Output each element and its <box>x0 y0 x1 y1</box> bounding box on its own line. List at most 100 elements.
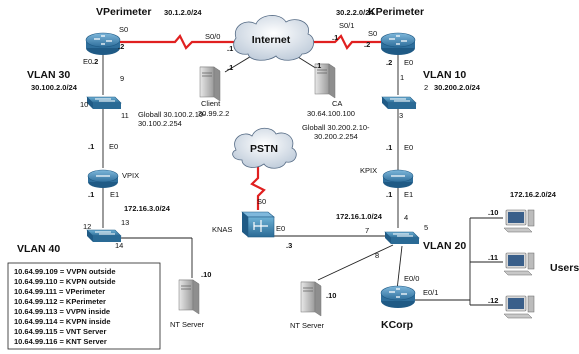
kcorp-e00: E0/0 <box>404 274 419 283</box>
vlan10-port-2: 2 <box>424 83 428 92</box>
internet-s01: S0/1 <box>339 21 354 30</box>
vpix-firewall-icon <box>87 169 119 188</box>
internet-cloud: Internet <box>233 15 315 61</box>
pstn-cloud: PSTN <box>232 127 297 169</box>
nt-server-2-label: NT Server <box>290 321 325 330</box>
vlan20-label: VLAN 20 <box>423 240 466 252</box>
vlan40-port-12: 12 <box>83 222 91 231</box>
vlan20-port-7: 7 <box>365 226 369 235</box>
vlan20-port-4: 4 <box>404 213 408 222</box>
vperimeter-s0-ip: .2 <box>118 42 124 51</box>
vlan20-switch-icon <box>384 231 420 245</box>
vlan10-switch-icon <box>381 96 417 110</box>
kpix-firewall-icon <box>382 169 414 188</box>
internet-label: Internet <box>252 34 291 46</box>
ca-name: CA <box>332 99 342 108</box>
kcorp-e01: E0/1 <box>423 288 438 297</box>
net-172-16-3: 172.16.3.0/24 <box>124 204 171 213</box>
kperimeter-label: KPerimeter <box>368 6 424 18</box>
vlan30-port-9: 9 <box>120 74 124 83</box>
vlan10-port-1: 1 <box>400 73 404 82</box>
kpix-e0: E0 <box>404 143 413 152</box>
vpix-e0-ip: .1 <box>88 142 94 151</box>
ca-dot: .1 <box>315 61 321 70</box>
kperimeter-router-icon <box>380 32 416 56</box>
right-serial-net: 30.2.2.0/24 <box>336 8 374 17</box>
kpix-label: KPIX <box>360 166 377 175</box>
serial-link-right <box>312 34 382 50</box>
vlan30-switch-icon <box>86 96 122 110</box>
kperimeter-e0: E0 <box>404 58 413 67</box>
left-global-line1: Globall 30.100.2.10- <box>138 110 206 119</box>
internet-s00: S0/0 <box>205 32 220 41</box>
user-pc-2-icon <box>503 252 535 276</box>
legend-line-1: 10.64.99.109 = VVPN outside <box>14 267 116 276</box>
nt-server-1-icon <box>178 279 200 315</box>
kpix-e1-ip: .1 <box>386 190 392 199</box>
client-server-icon <box>199 66 221 102</box>
vlan10-net: 30.200.2.0/24 <box>434 83 481 92</box>
legend-line-2: 10.64.99.110 = KVPN outside <box>14 277 116 286</box>
address-legend: 10.64.99.109 = VVPN outside 10.64.99.110… <box>7 262 161 350</box>
vlan40-label: VLAN 40 <box>17 243 60 255</box>
user-1-ip: .10 <box>488 208 498 217</box>
vperimeter-s0: S0 <box>119 25 128 34</box>
users-label: Users <box>550 262 579 274</box>
net-172-16-1: 172.16.1.0/24 <box>336 212 383 221</box>
vlan40-port-13: 13 <box>121 218 129 227</box>
client-name: Client <box>201 99 221 108</box>
serial-link-pstn <box>250 165 266 210</box>
legend-line-7: 10.64.99.115 = VNT Server <box>14 327 106 336</box>
kperimeter-e0-ip: .2 <box>386 58 392 67</box>
nt-server-2-icon <box>300 281 322 317</box>
vperimeter-e0: E0 <box>83 57 92 66</box>
nt-server-1-label: NT Server <box>170 320 205 329</box>
vlan30-port-10: 10 <box>80 100 88 109</box>
vlan20-port-5: 5 <box>424 223 428 232</box>
nt-server-2-ip: .10 <box>326 291 336 300</box>
legend-line-5: 10.64.99.113 = VVPN inside <box>14 307 110 316</box>
kperimeter-s0: S0 <box>368 29 377 38</box>
client-ip: 30.99.2.2 <box>198 109 229 118</box>
links <box>102 34 503 306</box>
user-pc-3-icon <box>503 295 535 319</box>
net-172-16-2: 172.16.2.0/24 <box>510 190 557 199</box>
internet-s00-ip: .1 <box>227 44 233 53</box>
vlan30-label: VLAN 30 <box>27 69 70 81</box>
knas-label: KNAS <box>212 225 232 234</box>
vperimeter-label: VPerimeter <box>96 6 151 18</box>
vpix-e0: E0 <box>109 142 118 151</box>
knas-s0: S0 <box>257 197 266 206</box>
vlan20-port-8: 8 <box>375 251 379 260</box>
left-global-line2: 30.100.2.254 <box>138 119 182 128</box>
vpix-e1: E1 <box>110 190 119 199</box>
kpix-e0-ip: .1 <box>386 143 392 152</box>
kperimeter-s0-ip: .2 <box>364 40 370 49</box>
serial-link-left <box>118 34 247 50</box>
vperimeter-router-icon <box>85 32 121 56</box>
kpix-e1: E1 <box>404 190 413 199</box>
legend-line-6: 10.64.99.114 = KVPN inside <box>14 317 111 326</box>
internet-s01-ip: .1 <box>332 33 338 42</box>
legend-line-8: 10.64.99.116 = KNT Server <box>14 337 107 346</box>
pstn-label: PSTN <box>250 143 278 155</box>
right-global-line1: Globall 30.200.2.10- <box>302 123 370 132</box>
knas-e0: E0 <box>276 224 285 233</box>
legend-line-4: 10.64.99.112 = KPerimeter <box>14 297 106 306</box>
vpix-e1-ip: .1 <box>88 190 94 199</box>
vpix-label: VPIX <box>122 171 139 180</box>
knas-access-server-icon <box>241 211 275 238</box>
user-3-ip: .12 <box>488 296 498 305</box>
ca-ip: 30.64.100.100 <box>307 109 355 118</box>
left-serial-net: 30.1.2.0/24 <box>164 8 202 17</box>
vlan10-label: VLAN 10 <box>423 69 466 81</box>
client-dot: .1 <box>227 63 233 72</box>
legend-line-3: 10.64.99.111 = VPerimeter <box>14 287 105 296</box>
nt-server-1-ip: .10 <box>201 270 211 279</box>
vlan30-port-11: 11 <box>121 111 129 120</box>
vlan40-port-14: 14 <box>115 241 123 250</box>
knas-e0-ip: .3 <box>286 241 292 250</box>
vlan10-port-3: 3 <box>399 111 403 120</box>
